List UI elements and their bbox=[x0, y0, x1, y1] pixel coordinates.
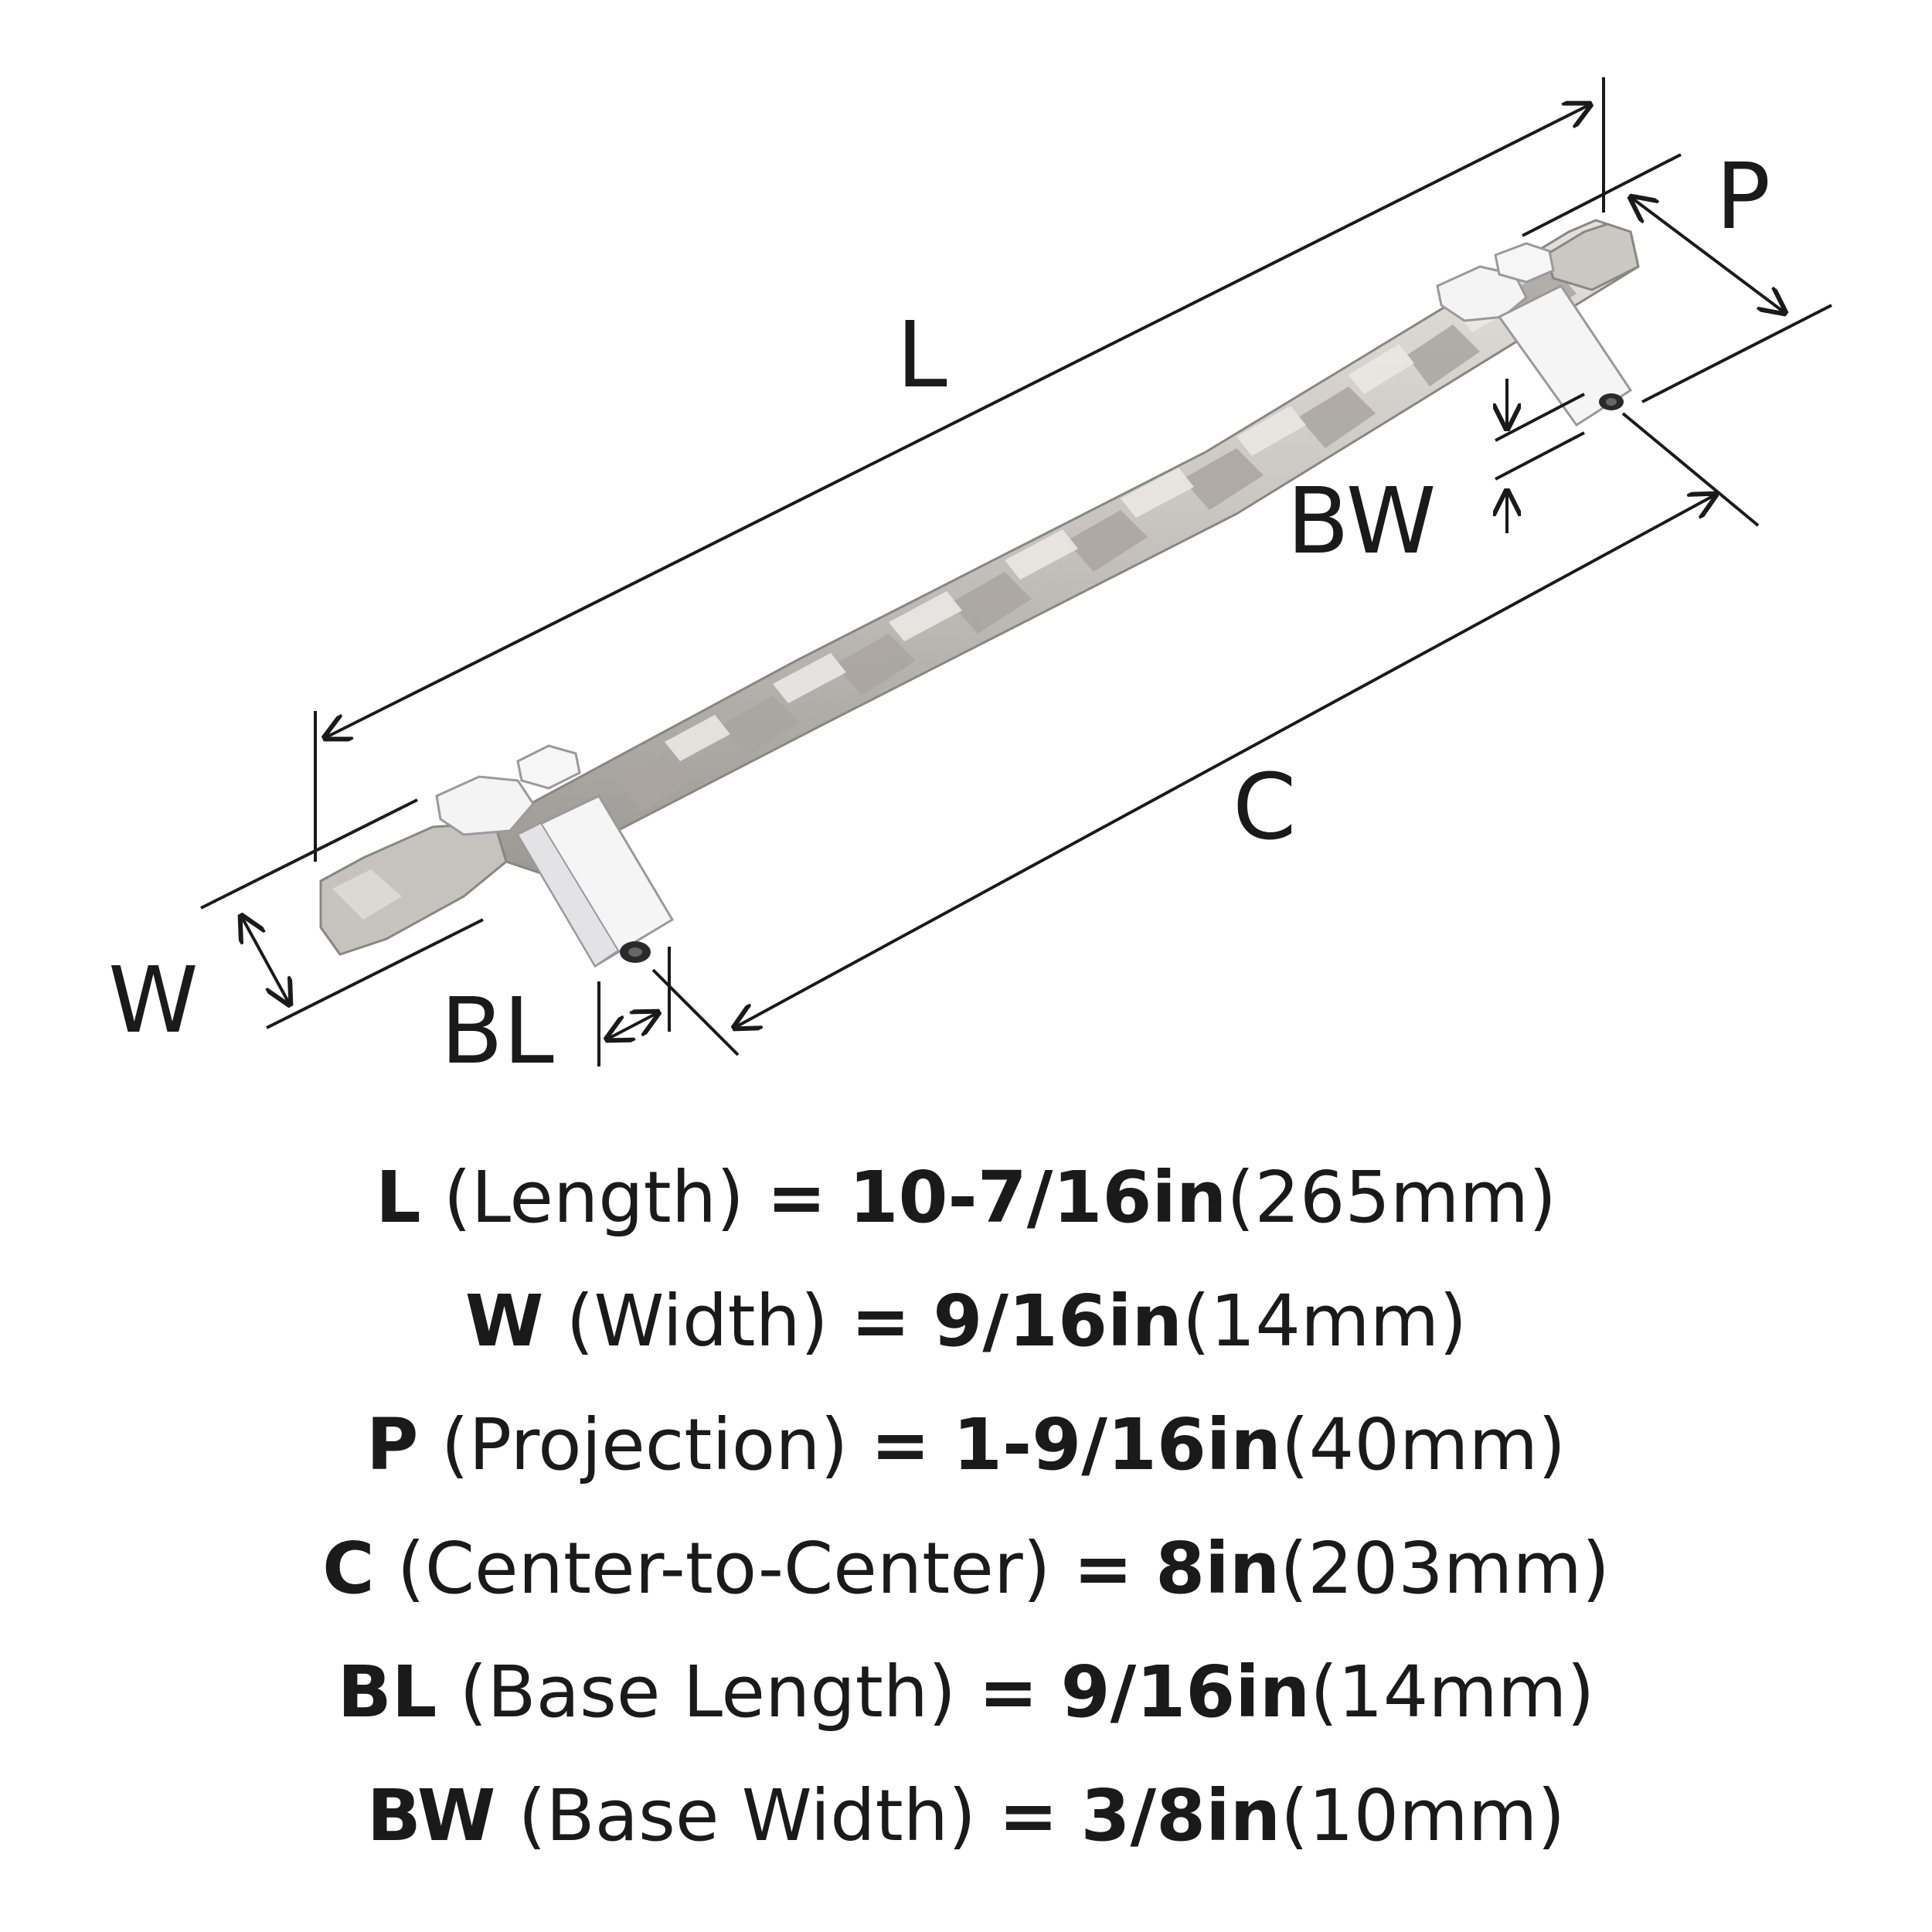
spec-imperial: 9/16in bbox=[933, 1280, 1182, 1362]
spec-equals: = bbox=[1073, 1527, 1133, 1610]
spec-description: (Center-to-Center) bbox=[396, 1527, 1051, 1610]
width-extension-bottom bbox=[266, 918, 484, 1029]
center-extension-right bbox=[1621, 412, 1760, 527]
spec-base-width: BW (Base Width) = 3/8in(10mm) bbox=[0, 1754, 1932, 1878]
left-base-post bbox=[435, 744, 675, 968]
spec-length: L (Length) = 10-7/16in(265mm) bbox=[0, 1136, 1932, 1260]
spec-equals: = bbox=[978, 1651, 1039, 1733]
spec-description: (Base Width) bbox=[518, 1774, 976, 1857]
dimension-labels: L W P C BL BW bbox=[108, 143, 1770, 1084]
spec-base-length: BL (Base Length) = 9/16in(14mm) bbox=[0, 1631, 1932, 1754]
spec-description: (Width) bbox=[566, 1280, 828, 1362]
spec-equals: = bbox=[998, 1774, 1059, 1857]
projection-dimension-line bbox=[1631, 197, 1785, 313]
spec-description: (Base Length) bbox=[459, 1651, 956, 1733]
spec-metric: (14mm) bbox=[1310, 1651, 1595, 1733]
width-extension-top bbox=[200, 798, 418, 910]
spec-metric: (265mm) bbox=[1226, 1156, 1557, 1239]
spec-code: P bbox=[366, 1403, 419, 1486]
spec-code: C bbox=[322, 1527, 375, 1610]
dimension-diagram: L W P C BL BW bbox=[108, 77, 1832, 1084]
center-extension-left bbox=[651, 968, 740, 1056]
spec-imperial: 9/16in bbox=[1060, 1651, 1311, 1733]
spec-code: BL bbox=[337, 1651, 437, 1733]
handle-left-end-cap bbox=[319, 821, 508, 956]
spec-imperial: 3/8in bbox=[1080, 1774, 1281, 1857]
spec-equals: = bbox=[850, 1280, 911, 1362]
spec-center-to-center: C (Center-to-Center) = 8in(203mm) bbox=[0, 1507, 1932, 1631]
projection-extension-bottom bbox=[1641, 304, 1832, 403]
projection-extension-top bbox=[1522, 153, 1682, 237]
spec-code: W bbox=[464, 1280, 544, 1362]
label-W: W bbox=[108, 947, 199, 1053]
spec-metric: (14mm) bbox=[1182, 1280, 1468, 1362]
spec-imperial: 1-9/16in bbox=[953, 1403, 1281, 1486]
base-width-extension-bottom bbox=[1495, 431, 1585, 481]
spec-imperial: 10-7/16in bbox=[849, 1156, 1227, 1239]
width-dimension-line bbox=[241, 916, 290, 1005]
label-BW: BW bbox=[1287, 468, 1436, 574]
spec-width: W (Width) = 9/16in(14mm) bbox=[0, 1260, 1932, 1383]
spec-code: BW bbox=[366, 1774, 496, 1857]
handle-right-end-cap bbox=[1544, 223, 1640, 291]
spec-description: (Length) bbox=[443, 1156, 744, 1239]
spec-code: L bbox=[375, 1156, 421, 1239]
base-length-dimension-line bbox=[607, 1012, 658, 1039]
spec-description: (Projection) bbox=[440, 1403, 849, 1486]
spec-projection: P (Projection) = 1-9/16in(40mm) bbox=[0, 1383, 1932, 1507]
label-L: L bbox=[896, 301, 947, 408]
spec-metric: (203mm) bbox=[1280, 1527, 1610, 1610]
center-dimension-line bbox=[734, 495, 1716, 1028]
base-width-extension-top bbox=[1495, 393, 1585, 442]
label-C: C bbox=[1233, 753, 1296, 860]
spec-imperial: 8in bbox=[1155, 1527, 1281, 1610]
length-dimension-line bbox=[325, 104, 1590, 738]
spec-equals: = bbox=[870, 1403, 930, 1486]
spec-metric: (10mm) bbox=[1281, 1774, 1566, 1857]
dimension-lines bbox=[200, 77, 1832, 1066]
label-BL: BL bbox=[440, 978, 554, 1084]
label-P: P bbox=[1716, 143, 1770, 250]
spec-equals: = bbox=[767, 1156, 827, 1239]
specifications-list: L (Length) = 10-7/16in(265mm) W (Width) … bbox=[0, 1136, 1932, 1878]
cabinet-pull-handle bbox=[319, 219, 1640, 968]
spec-metric: (40mm) bbox=[1281, 1403, 1566, 1486]
